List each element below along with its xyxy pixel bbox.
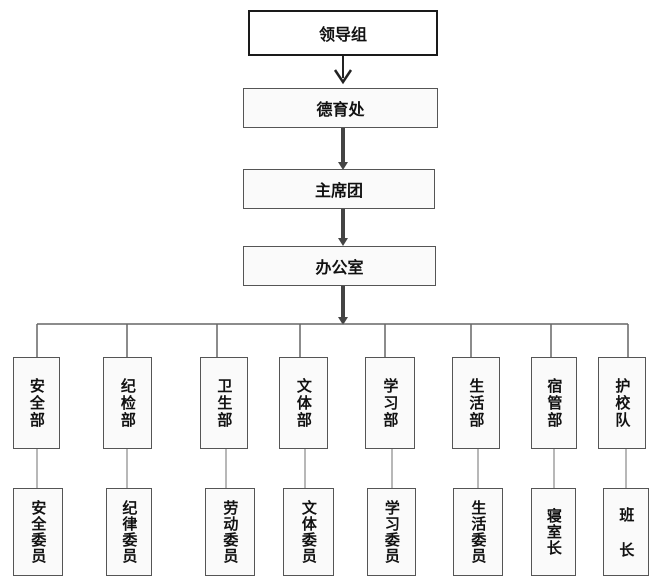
node-member: 文体委员 <box>283 488 334 576</box>
node-member-label: 班 长 <box>617 506 636 558</box>
node-member-label: 安全委员 <box>29 500 48 564</box>
node-department-label: 生活部 <box>467 377 486 429</box>
node-member-label: 劳动委员 <box>221 500 240 564</box>
node-member: 寝室长 <box>531 488 576 576</box>
node-chain-1: 德育处 <box>243 88 438 128</box>
node-department: 纪检部 <box>103 357 152 449</box>
node-chain-1-label: 德育处 <box>316 100 365 119</box>
node-member-label: 文体委员 <box>299 500 318 564</box>
node-member-label: 生活委员 <box>469 500 488 564</box>
node-department: 生活部 <box>452 357 500 449</box>
node-department: 安全部 <box>13 357 60 449</box>
node-member: 学习委员 <box>367 488 416 576</box>
node-member-label: 寝室长 <box>544 508 563 556</box>
node-chain-3: 办公室 <box>243 246 436 286</box>
node-member: 班 长 <box>603 488 649 576</box>
node-leader-label: 领导组 <box>318 25 367 44</box>
node-chain-3-label: 办公室 <box>315 258 364 277</box>
node-department-label: 安全部 <box>27 377 46 429</box>
node-member: 劳动委员 <box>205 488 255 576</box>
node-department: 宿管部 <box>531 357 577 449</box>
node-member: 安全委员 <box>13 488 63 576</box>
node-chain-2: 主席团 <box>243 169 435 209</box>
node-chain-2-label: 主席团 <box>314 181 363 200</box>
node-member: 纪律委员 <box>106 488 152 576</box>
node-department-label: 卫生部 <box>215 377 234 429</box>
node-department: 卫生部 <box>200 357 248 449</box>
node-member-label: 纪律委员 <box>120 500 139 564</box>
node-leader: 领导组 <box>248 10 438 56</box>
node-department-label: 护校队 <box>613 377 632 429</box>
node-department-label: 纪检部 <box>118 377 137 429</box>
node-department-label: 文体部 <box>294 377 313 429</box>
node-department: 学习部 <box>365 357 415 449</box>
node-member-label: 学习委员 <box>382 500 401 564</box>
node-department-label: 学习部 <box>381 377 400 429</box>
node-department: 文体部 <box>279 357 328 449</box>
node-member: 生活委员 <box>453 488 503 576</box>
node-department: 护校队 <box>598 357 646 449</box>
node-department-label: 宿管部 <box>545 377 564 429</box>
